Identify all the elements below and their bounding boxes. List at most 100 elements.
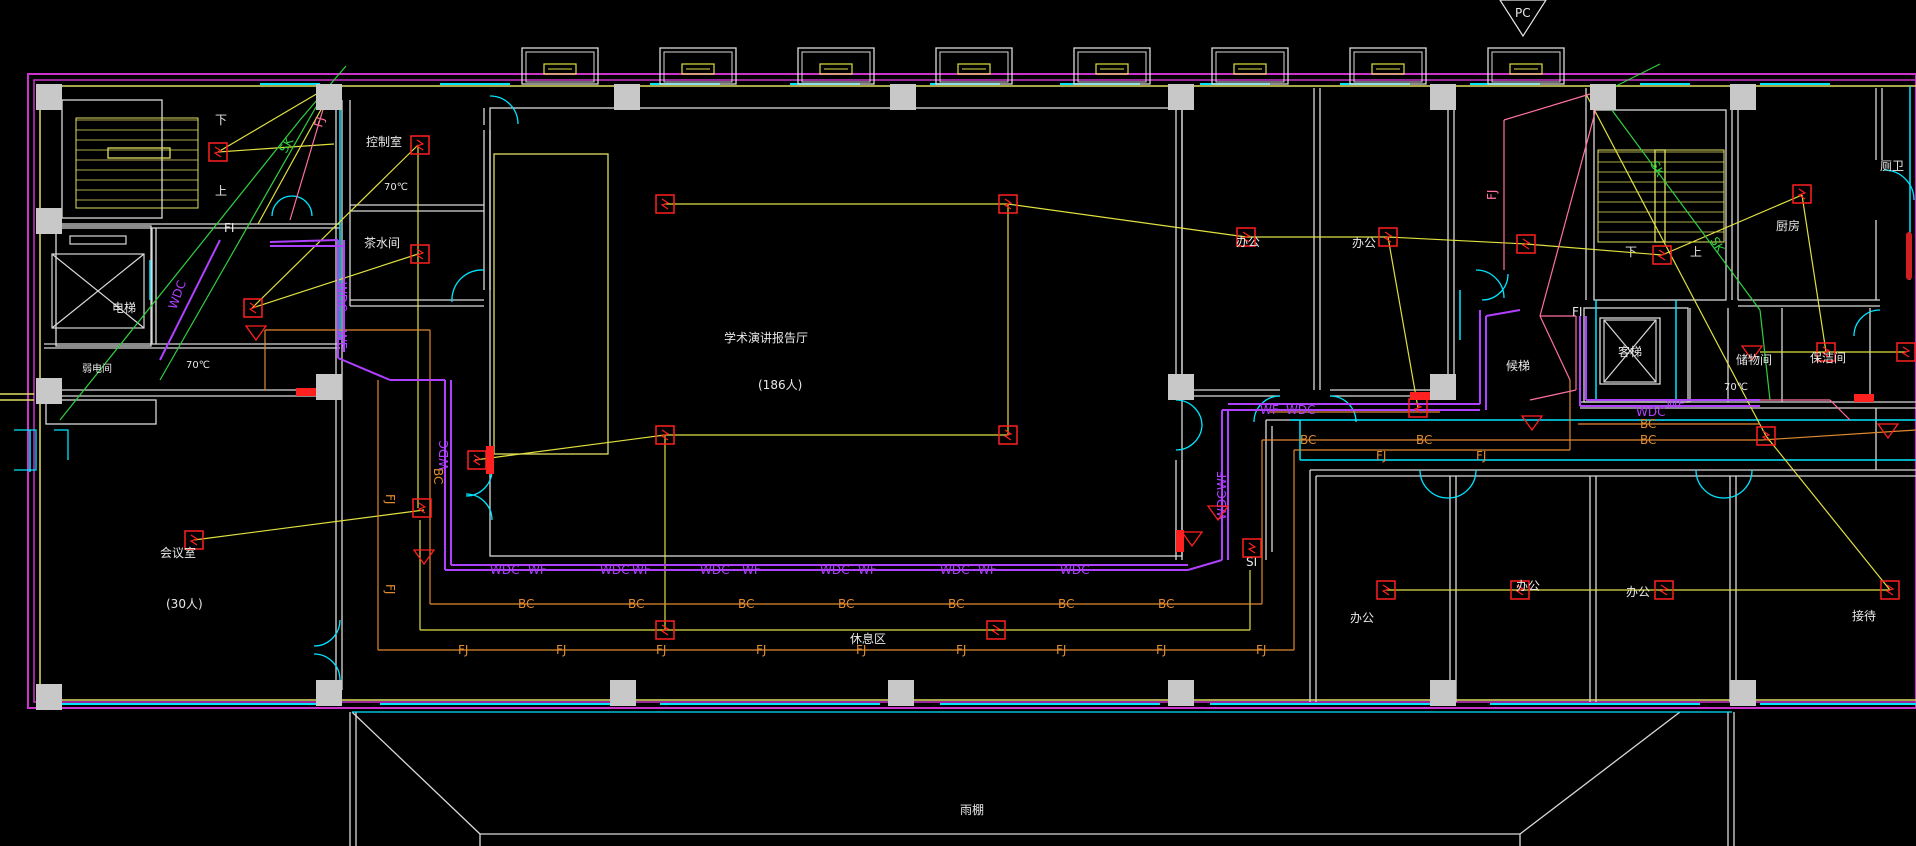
wire-tag-fj: FJ	[1056, 643, 1066, 657]
wire-tag-wdc: WDC	[1636, 405, 1665, 419]
wire-tag-bc: BC	[431, 468, 445, 484]
device-triangle	[1520, 415, 1544, 432]
room-label-office-4: 办公	[1516, 578, 1540, 593]
wire-tag-fj: FJ	[556, 643, 566, 657]
window-unit	[1073, 47, 1151, 85]
column	[1168, 680, 1194, 706]
column	[36, 378, 62, 404]
room-labels: 控制室 茶水间 电梯 弱电间 会议室 (30人) 学术演讲报告厅 (186人) …	[82, 134, 1904, 817]
device-fill	[1906, 232, 1912, 280]
column	[36, 84, 62, 110]
wire-tag-fj: FJ	[756, 643, 766, 657]
device-symbol	[998, 425, 1018, 445]
wire-tag-wdc: WDC	[940, 563, 969, 577]
wire-tag-bc: BC	[1640, 417, 1656, 431]
temp-label-3: 70℃	[1724, 382, 1748, 393]
device-triangle	[244, 325, 268, 342]
device-fill	[1854, 394, 1874, 402]
wire-tag-bc: BC	[1158, 597, 1174, 611]
room-label-hall-capacity: (186人)	[758, 378, 802, 392]
device-symbol	[655, 194, 675, 214]
device-symbol	[986, 620, 1006, 640]
temp-label-1: 70℃	[384, 182, 408, 193]
column	[316, 84, 342, 110]
stair-left-down-label: 下	[215, 113, 227, 127]
devices	[184, 135, 1916, 640]
right-stair	[1597, 149, 1725, 243]
device-symbol	[1896, 342, 1916, 362]
device-symbol	[1654, 580, 1674, 600]
room-label-lecture-hall: 学术演讲报告厅	[724, 330, 808, 345]
room-label-office-3: 办公	[1350, 610, 1374, 625]
temp-label-2: 70℃	[186, 360, 210, 371]
elevator-left	[51, 235, 145, 329]
device-symbol	[208, 142, 228, 162]
wire-tag-fj: FJ	[383, 494, 397, 504]
wire-tag-fj: FJ	[311, 115, 327, 129]
device-triangle	[1876, 423, 1900, 440]
wire-tag-fj: FJ	[1476, 449, 1486, 463]
device-symbol	[412, 498, 432, 518]
wire-tag-wf: WF	[1260, 403, 1279, 417]
left-stair	[75, 117, 199, 209]
window-unit	[1349, 47, 1427, 85]
window-unit	[659, 47, 737, 85]
column	[1430, 680, 1456, 706]
device-symbol	[1376, 580, 1396, 600]
device-fill	[1410, 392, 1436, 400]
wiring-pink	[289, 85, 1851, 421]
room-label-lounge: 休息区	[850, 631, 886, 646]
wire-tag-bc: BC	[1058, 597, 1074, 611]
wire-tag-fj: FJ	[656, 643, 666, 657]
device-fill	[486, 446, 494, 474]
column	[1590, 84, 1616, 110]
wire-tag-wdc: WDC	[437, 441, 451, 470]
room-label-tea: 茶水间	[364, 235, 400, 250]
wire-tag-fj: FJ	[383, 584, 397, 594]
device-symbol	[1236, 227, 1256, 247]
device-fill	[1176, 530, 1184, 552]
elevator-right	[1603, 319, 1657, 383]
pc-label: PC	[1515, 6, 1531, 20]
room-label-meeting: 会议室	[160, 545, 196, 560]
wiring-yellow	[193, 85, 1906, 631]
device-symbol	[1510, 580, 1530, 600]
wire-tag-bc: BC	[1640, 433, 1656, 447]
wiring-orange	[264, 329, 1916, 651]
wire-tag-fi: FI	[224, 221, 234, 235]
wire-tag-bc: BC	[738, 597, 754, 611]
device-symbol	[410, 244, 430, 264]
device-symbol	[1816, 342, 1836, 362]
room-label-office-2: 办公	[1352, 235, 1376, 250]
room-label-meeting-capacity: (30人)	[166, 597, 203, 611]
room-label-office-5: 办公	[1626, 584, 1650, 599]
column	[1730, 84, 1756, 110]
window-unit	[797, 47, 875, 85]
device-triangle	[1180, 531, 1204, 548]
room-label-lift-lobby: 候梯	[1506, 359, 1530, 373]
device-symbol	[1756, 426, 1776, 446]
device-symbol	[243, 298, 263, 318]
window-unit	[1487, 47, 1565, 85]
wire-tag-fj: FJ	[458, 643, 468, 657]
column	[1168, 374, 1194, 400]
wire-tag-wdc: WDC	[600, 563, 629, 577]
column	[1730, 680, 1756, 706]
device-triangle	[412, 549, 436, 566]
device-symbol	[1652, 245, 1672, 265]
device-symbol	[410, 135, 430, 155]
wire-tag-wf: WF	[742, 563, 761, 577]
device-symbol	[1792, 184, 1812, 204]
column	[610, 680, 636, 706]
column	[316, 680, 342, 706]
room-label-office-1: 办公	[1236, 234, 1260, 249]
device-symbol	[998, 194, 1018, 214]
wire-tag-bc: BC	[1300, 433, 1316, 447]
wire-tag-wdc: WDC	[700, 563, 729, 577]
wire-tag-wdc: WDC	[820, 563, 849, 577]
canopy	[349, 711, 1735, 846]
wire-tag-wf: WF	[632, 563, 651, 577]
device-triangle	[1740, 345, 1764, 362]
